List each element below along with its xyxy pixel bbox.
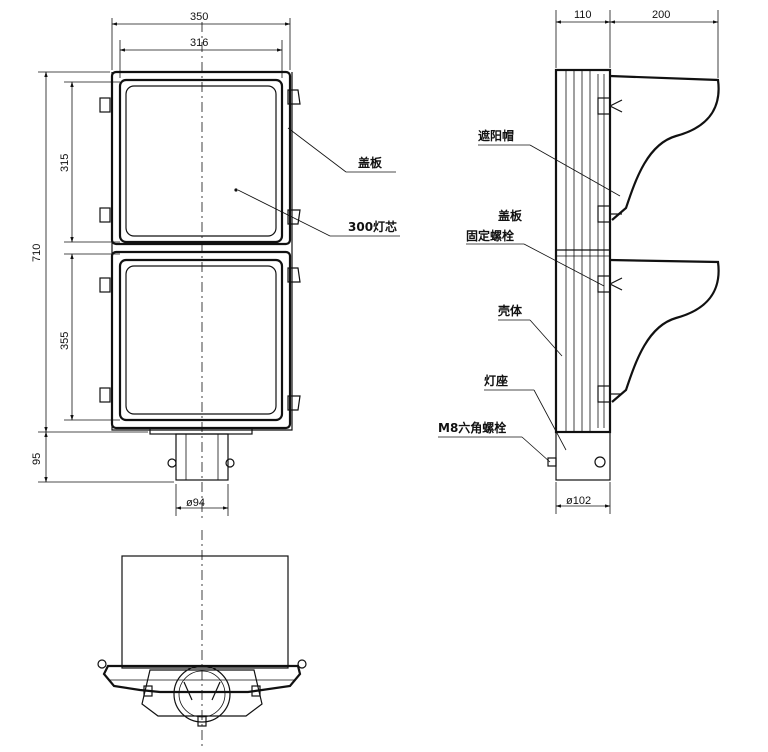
- front-pole-mount: [175, 433, 229, 481]
- lower-lamp-lens: [125, 265, 277, 415]
- upper-lamp-frame: [118, 78, 284, 244]
- front-housing-upper: [110, 70, 292, 246]
- dim-front-width-outer: 350: [190, 11, 208, 23]
- top-bottom-bolt: [197, 715, 207, 727]
- side-visor-upper: [609, 74, 720, 221]
- side-base-bolt: [594, 456, 606, 468]
- lamp-core-marker: [234, 188, 238, 192]
- dim-base-height: 95: [31, 453, 43, 465]
- front-hinges-left: [99, 97, 111, 403]
- dim-upper-module: 315: [59, 154, 71, 172]
- upper-lamp-lens: [125, 85, 277, 237]
- front-view: [99, 22, 301, 520]
- label-cover-fix-bolt-1: 盖板: [498, 208, 523, 223]
- side-cover-bolts: [597, 97, 623, 403]
- front-leaders: 盖板 300灯芯: [237, 127, 400, 237]
- side-lamp-base: [555, 431, 611, 481]
- label-cover-plate: 盖板: [358, 155, 383, 170]
- side-leaders: 遮阳帽 盖板 固定螺栓 壳体 灯座 M8六角螺栓: [438, 128, 621, 463]
- top-visor: [121, 555, 289, 669]
- side-dimensions: 110 200 ø102: [555, 9, 719, 514]
- side-view: [547, 68, 720, 481]
- top-pole-mount: [141, 669, 263, 717]
- side-hex-bolt: [547, 457, 557, 467]
- label-housing: 壳体: [497, 303, 523, 318]
- lower-lamp-frame: [118, 258, 284, 422]
- dim-side-depth: 110: [574, 9, 592, 21]
- dim-visor-depth: 200: [652, 9, 670, 21]
- label-cover-fix-bolt-2: 固定螺栓: [466, 228, 514, 243]
- label-lamp-core: 300灯芯: [348, 219, 397, 234]
- top-view: [97, 530, 307, 748]
- top-clamp-right: [297, 659, 307, 669]
- side-visor-lower: [609, 258, 720, 403]
- front-dimensions: 350 316 710 95 315 355 ø94: [31, 11, 291, 516]
- dim-lower-module: 355: [59, 332, 71, 350]
- label-visor: 遮阳帽: [478, 128, 514, 143]
- dim-side-pole-diameter: ø102: [566, 495, 591, 507]
- dim-pole-diameter: ø94: [186, 497, 205, 509]
- label-lamp-base: 灯座: [484, 373, 508, 388]
- front-clamps-right: [287, 89, 301, 411]
- front-base-bolt-left: [167, 458, 177, 468]
- front-housing-lower: [110, 250, 292, 430]
- front-base-bolt-right: [225, 458, 235, 468]
- side-housing: [554, 68, 612, 434]
- top-housing: [102, 664, 302, 694]
- dim-total-height: 710: [31, 244, 43, 262]
- label-hex-bolt: M8六角螺栓: [438, 420, 506, 435]
- top-pole-circle: [173, 665, 231, 723]
- dim-front-width-inner: 316: [190, 37, 208, 49]
- top-clamp-left: [97, 659, 107, 669]
